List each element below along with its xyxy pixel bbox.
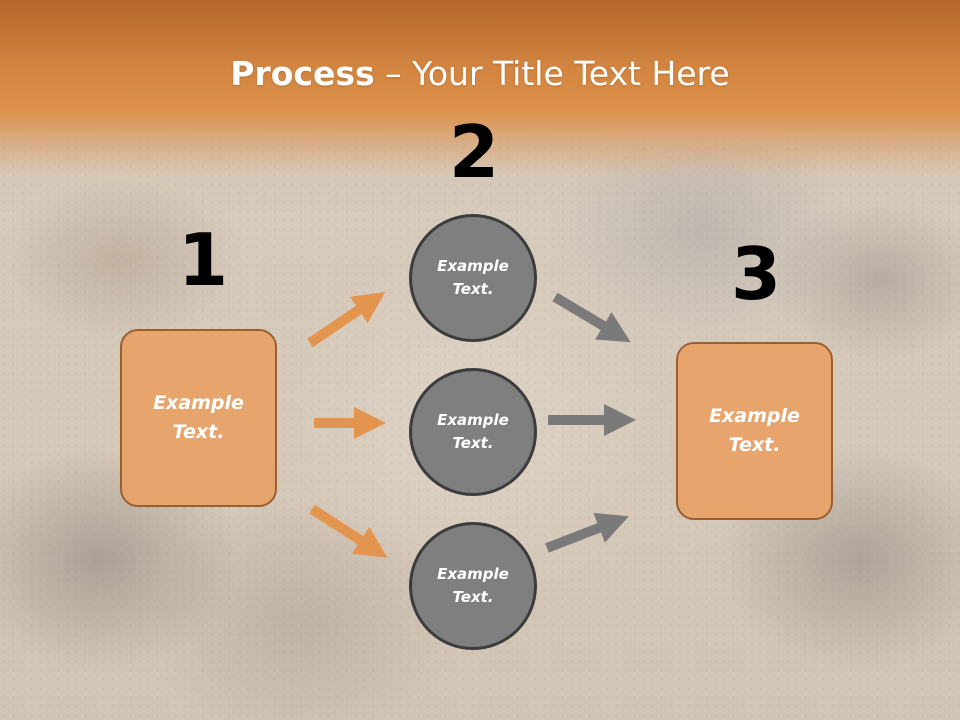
step-2-label-middle: Example Text.: [437, 411, 509, 452]
step-2-label-top: Example Text.: [437, 257, 509, 298]
slide-title[interactable]: Process – Your Title Text Here: [0, 52, 960, 96]
step-number-2: 2: [449, 110, 500, 194]
arrow-top-to-3: [552, 292, 631, 343]
step-2-circle-bottom[interactable]: Example Text.: [409, 522, 537, 650]
step-2-circle-middle[interactable]: Example Text.: [409, 368, 537, 496]
title-banner: [0, 0, 960, 175]
step-number-3: 3: [731, 232, 782, 316]
step-3-label: Example Text.: [709, 405, 800, 456]
step-2-label-bottom: Example Text.: [437, 565, 509, 606]
step-1-box[interactable]: Example Text.: [120, 329, 277, 507]
step-2-circle-top[interactable]: Example Text.: [409, 214, 537, 342]
step-number-1: 1: [178, 218, 229, 302]
arrow-bottom-to-3: [545, 512, 629, 553]
title-rest: – Your Title Text Here: [374, 54, 730, 93]
arrow-1-to-top: [307, 292, 386, 348]
step-3-box[interactable]: Example Text.: [676, 342, 833, 520]
arrow-1-to-bottom: [309, 504, 388, 558]
title-bold: Process: [230, 54, 375, 93]
step-1-label: Example Text.: [153, 392, 244, 443]
